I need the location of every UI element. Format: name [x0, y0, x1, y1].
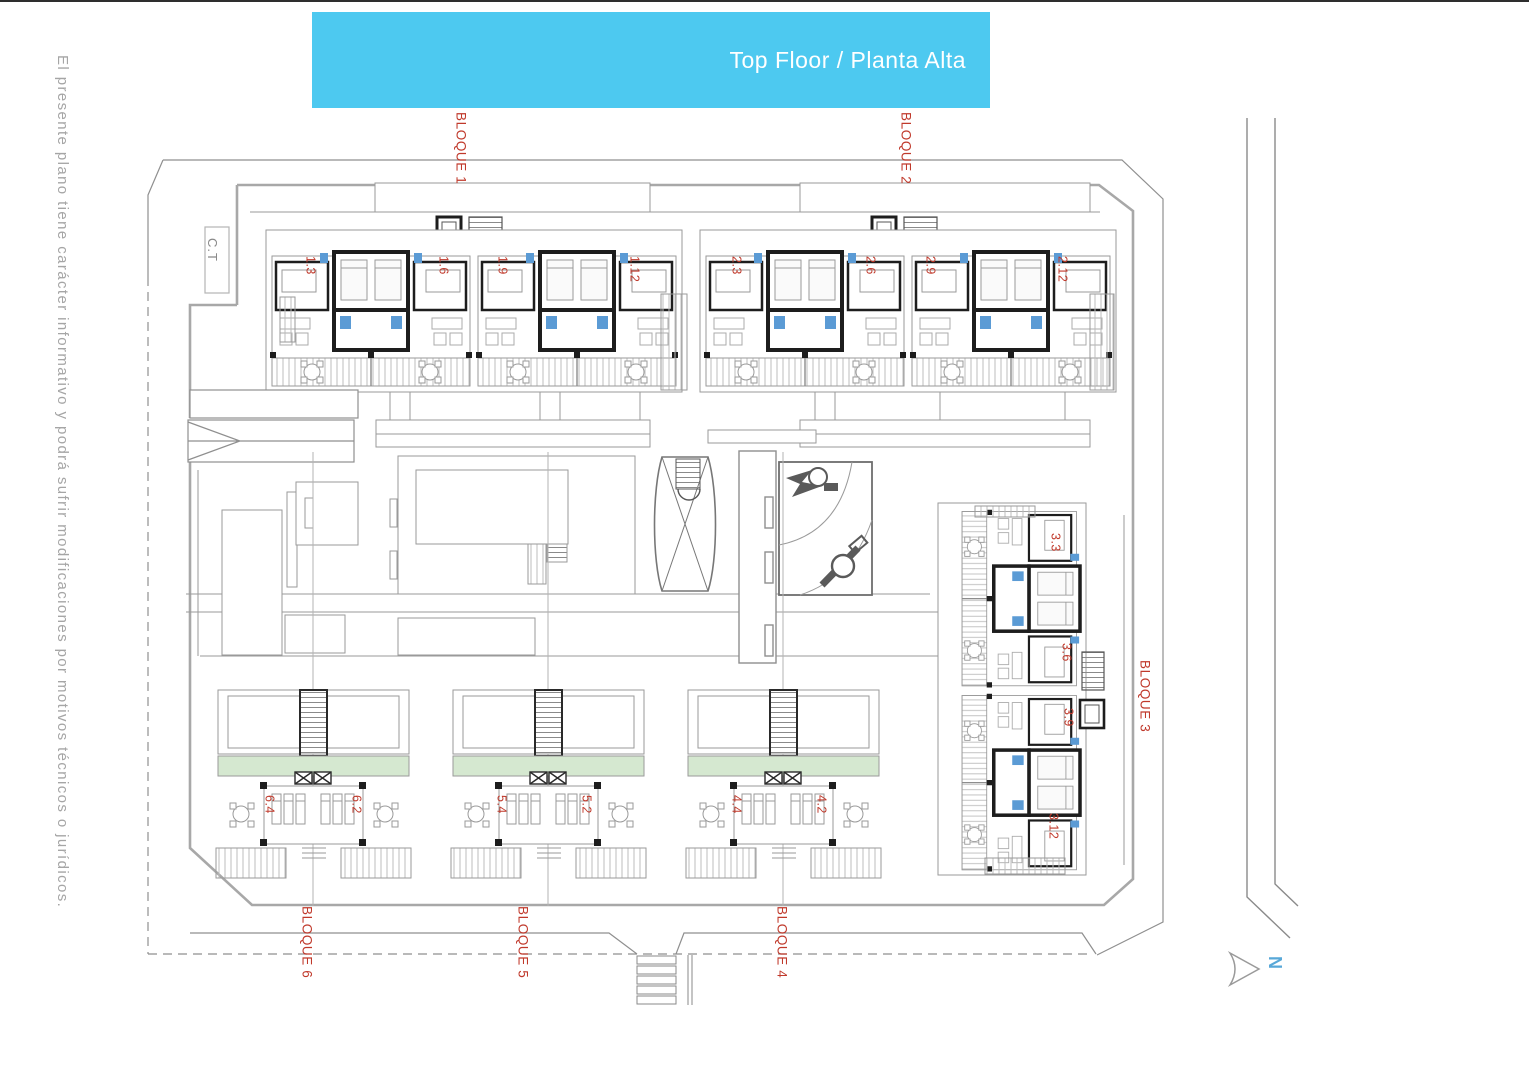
unit-label-1-6: 1.6	[436, 256, 451, 275]
bloque-1-label: BLOQUE 1	[453, 112, 469, 185]
unit-label-2-3: 2.3	[729, 256, 744, 275]
climber-icon	[819, 534, 869, 588]
unit-label-4-2: 4.2	[814, 795, 829, 814]
image-top-border	[0, 0, 1529, 2]
north-arrow-icon	[1227, 950, 1261, 988]
unit-label-3-12: 3.12	[1046, 813, 1061, 840]
bloque-2-building	[699, 229, 1117, 393]
north-label: N	[1265, 956, 1285, 969]
unit-label-6-4: 6.4	[262, 795, 277, 814]
site-boundary	[147, 159, 1164, 956]
block-connector-pergola	[660, 293, 688, 391]
garden-connectors	[375, 392, 1091, 448]
community-core	[738, 450, 777, 664]
parking-ramp	[187, 389, 359, 463]
unit-label-1-3: 1.3	[303, 256, 318, 275]
page-title: Top Floor / Planta Alta	[729, 46, 966, 73]
upper-path-lines	[250, 182, 1100, 213]
unit-label-3-3: 3.3	[1048, 533, 1063, 552]
bloque-3-building	[937, 502, 1125, 876]
pool-pavilion	[653, 456, 717, 592]
bloque-3-label: BLOQUE 3	[1137, 660, 1153, 733]
transformer-room	[204, 226, 230, 294]
unit-label-2-9: 2.9	[923, 256, 938, 275]
playground	[778, 461, 873, 596]
unit-label-4-4: 4.4	[729, 795, 744, 814]
unit-label-3-6: 3.6	[1059, 643, 1074, 662]
title-banner: Top Floor / Planta Alta	[312, 12, 990, 108]
disclaimer-text: El presente plano tiene carácter informa…	[54, 55, 71, 909]
courtyard	[186, 429, 1058, 657]
unit-label-5-4: 5.4	[494, 795, 509, 814]
bloque-6-label: BLOQUE 6	[299, 906, 315, 979]
unit-label-2-6: 2.6	[863, 256, 878, 275]
unit-label-1-9: 1.9	[495, 256, 510, 275]
bloque-1-building	[265, 229, 683, 393]
bloque-4-label: BLOQUE 4	[774, 906, 790, 979]
seesaw-icon	[786, 467, 838, 497]
bloque-5-label: BLOQUE 5	[515, 906, 531, 979]
unit-label-5-2: 5.2	[579, 795, 594, 814]
unit-label-3-9: 3.9	[1061, 708, 1076, 727]
entrance-stairs	[636, 955, 693, 1005]
transformer-label: C.T	[205, 238, 220, 262]
unit-label-1-12: 1.12	[627, 256, 642, 283]
road-lines	[1246, 118, 1299, 939]
unit-label-6-2: 6.2	[349, 795, 364, 814]
unit-label-2-12: 2.12	[1055, 256, 1070, 283]
bloque-2-label: BLOQUE 2	[898, 112, 914, 185]
